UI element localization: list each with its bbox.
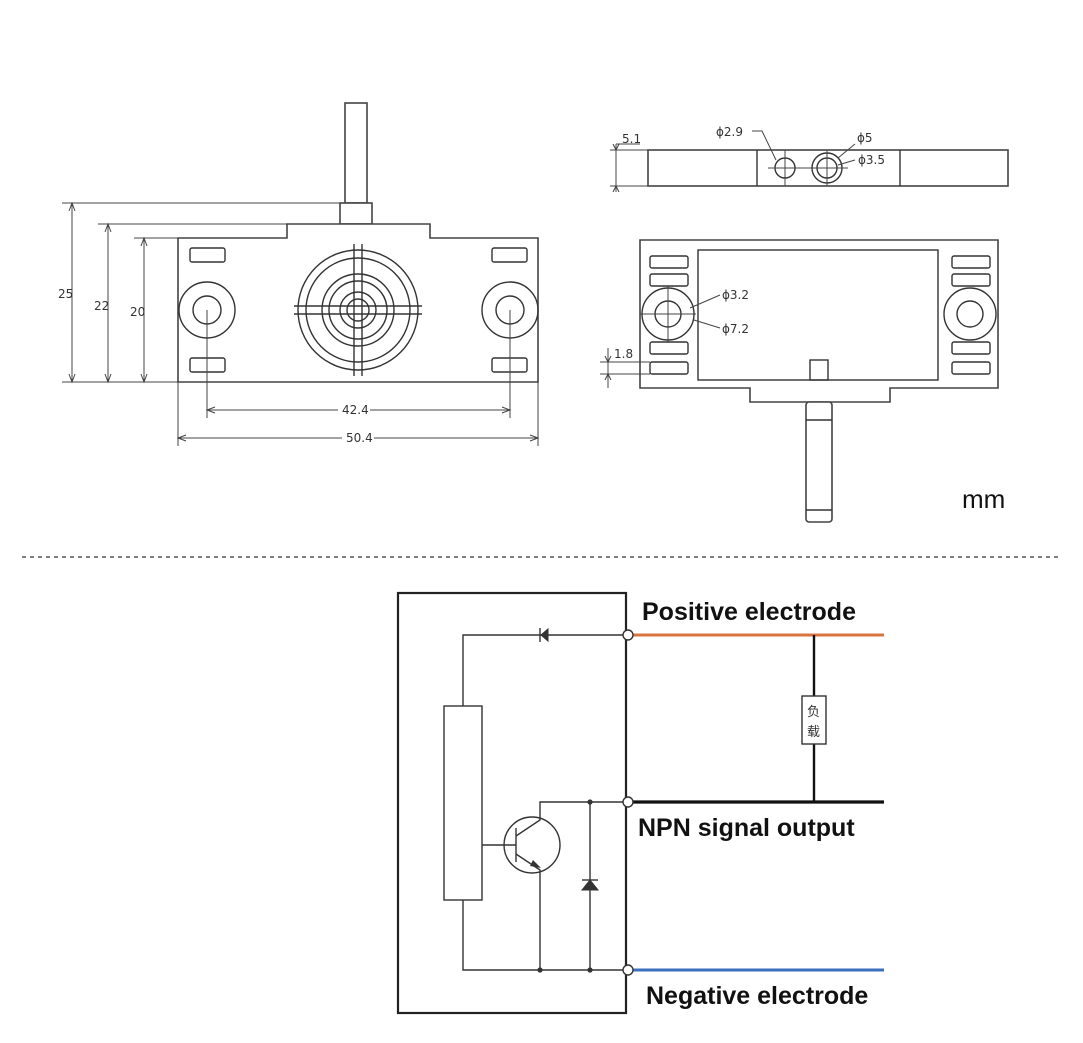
back-slot (649, 341, 689, 355)
dim-back-hole-outer: ϕ7.2 (722, 322, 749, 336)
front-slot (189, 247, 226, 263)
front-slot (491, 247, 528, 263)
sensing-element (443, 705, 483, 901)
back-slot (951, 341, 991, 355)
back-slot (649, 255, 689, 269)
negative-terminal (622, 964, 634, 976)
front-pin (344, 102, 368, 204)
dim-width: 50.4 (346, 431, 373, 445)
back-slot (649, 273, 689, 287)
load-label-1: 负 (807, 705, 820, 720)
back-slot (951, 361, 991, 375)
internal-circuit (443, 627, 626, 973)
back-right-hole-outer (943, 287, 997, 341)
back-right-hole-inner (956, 300, 984, 328)
dim-back-hole-inner: ϕ3.2 (722, 288, 749, 302)
dim-height-body: 22 (94, 299, 109, 313)
front-height-dimensions (62, 201, 340, 384)
dim-height-total: 25 (58, 287, 73, 301)
zener-diode (580, 879, 600, 891)
front-body-outline (177, 223, 539, 383)
back-pin (805, 401, 833, 523)
dim-hole-outer: ϕ5 (857, 131, 873, 145)
load-label-2: 载 (807, 725, 820, 740)
dim-thickness: 5.1 (622, 132, 641, 146)
signal-terminal (622, 796, 634, 808)
dim-height-plate: 20 (130, 305, 145, 319)
dim-hole-spacing: 42.4 (342, 403, 369, 417)
back-slot (951, 255, 991, 269)
top-view: 5.1 ϕ2.9 ϕ5 ϕ3.5 (610, 125, 1009, 193)
npn-signal-output-label: NPN signal output (638, 814, 855, 842)
dim-hole-inner: ϕ3.5 (858, 153, 885, 167)
reverse-protection-diode (540, 627, 549, 643)
circuit-diagram: 负 载 Positive electrode NPN (396, 591, 884, 1015)
dim-back-offset: 1.8 (614, 347, 633, 361)
front-sensor-target (294, 244, 422, 376)
back-slot (951, 273, 991, 287)
dim-hole-small: ϕ2.9 (716, 125, 743, 139)
positive-electrode-label: Positive electrode (642, 598, 856, 626)
back-view: ϕ3.2 ϕ7.2 1.8 (600, 239, 999, 523)
front-pin-base (339, 202, 373, 225)
unit-label: mm (962, 484, 1005, 514)
back-pin-stub (809, 359, 829, 381)
back-slot (649, 361, 689, 375)
back-body-outline (639, 239, 999, 403)
load-resistor (801, 695, 827, 745)
front-view: 25 22 20 42.4 50.4 (58, 102, 540, 446)
npn-transistor (503, 816, 561, 874)
negative-electrode-label: Negative electrode (646, 982, 868, 1010)
positive-terminal (622, 629, 634, 641)
